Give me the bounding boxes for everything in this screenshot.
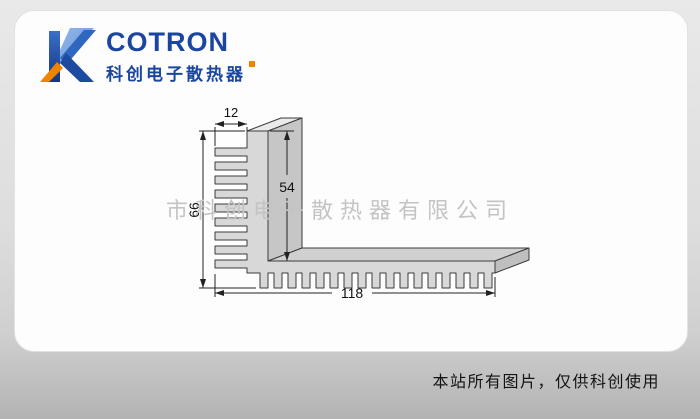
logo-k-stem <box>49 31 60 82</box>
usage-notice: 本站所有图片，仅供科创使用 <box>432 374 660 391</box>
brand-subtitle: 科创电子散热器 <box>106 65 246 85</box>
heatsink-front-face <box>214 130 496 289</box>
dim-label-inner-height: 54 <box>279 179 295 195</box>
base-top-face <box>267 247 530 262</box>
dim-inner-height: 54 <box>270 130 295 261</box>
dim-label-overall-width: 118 <box>341 285 364 301</box>
dim-overall-width: 118 <box>214 274 496 301</box>
dim-wall-thickness: 12 <box>214 105 248 146</box>
base-end-face <box>494 247 530 274</box>
logo-text-block: COTRON 科创电子散热器 <box>106 24 255 85</box>
content-card <box>14 10 688 352</box>
dim-overall-height: 66 <box>186 130 256 289</box>
orange-square-icon <box>249 61 255 68</box>
brand-subtitle-row: 科创电子散热器 <box>106 60 255 85</box>
logo-k-upper-arm <box>60 30 96 64</box>
watermark-text: 市科创电子散热器有限公司 <box>166 198 515 223</box>
logo-k-lower-arm <box>60 53 94 82</box>
cotron-logo: COTRON 科创电子散热器 <box>36 24 255 88</box>
cotron-logo-mark-icon <box>40 28 96 82</box>
dim-label-overall-height: 66 <box>186 202 202 218</box>
logo-orange-accent <box>40 62 63 82</box>
dim-label-wall-thickness: 12 <box>224 105 238 120</box>
brand-name: COTRON <box>106 27 229 57</box>
